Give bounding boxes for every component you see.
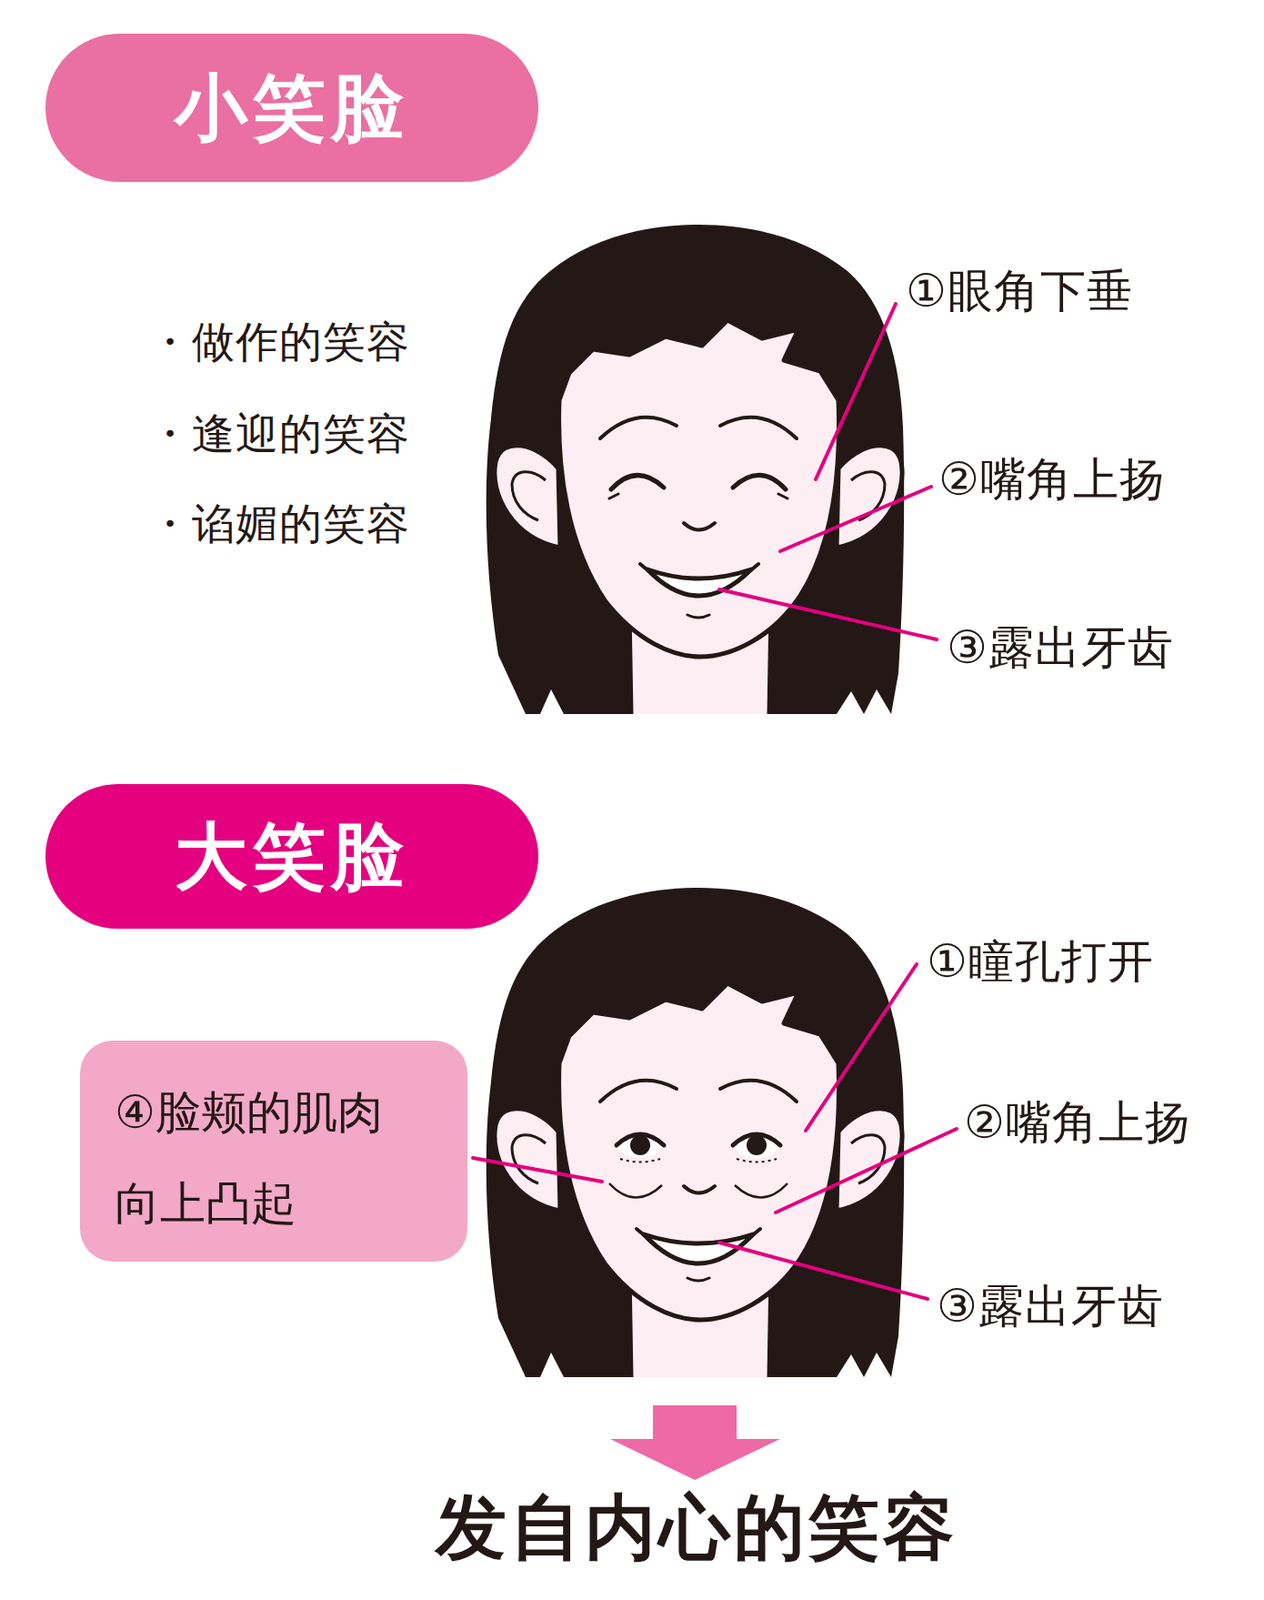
callout-label: ②嘴角上扬 bbox=[938, 451, 1166, 507]
header-text: 小笑脸 bbox=[174, 64, 410, 152]
smile-mouth bbox=[640, 563, 759, 596]
trait-item: ・谄媚的笑容 bbox=[148, 498, 411, 550]
header-pill: 小笑脸 bbox=[45, 33, 539, 182]
leader-lines bbox=[472, 303, 957, 1299]
trait-item: ・逢迎的笑容 bbox=[148, 408, 411, 460]
note-text: ④脸颊的肌肉向上凸起 bbox=[114, 1066, 411, 1249]
trait-item: ・做作的笑容 bbox=[148, 316, 411, 368]
header-text: 大笑脸 bbox=[174, 812, 410, 901]
down-arrow bbox=[610, 1404, 781, 1480]
callout-label: ③露出牙齿 bbox=[936, 1278, 1164, 1334]
closed-eyes bbox=[609, 474, 788, 499]
conclusion-text: 发自内心的笑容 bbox=[435, 1484, 958, 1571]
callout-label: ①眼角下垂 bbox=[905, 263, 1134, 319]
open-eyes bbox=[609, 1132, 788, 1264]
note-box: ④脸颊的肌肉向上凸起 bbox=[80, 1040, 468, 1262]
callout-label: ①瞳孔打开 bbox=[926, 933, 1154, 989]
callout-label: ②嘴角上扬 bbox=[963, 1094, 1192, 1150]
callout-label: ③露出牙齿 bbox=[946, 620, 1174, 675]
header-pill: 大笑脸 bbox=[45, 783, 539, 929]
